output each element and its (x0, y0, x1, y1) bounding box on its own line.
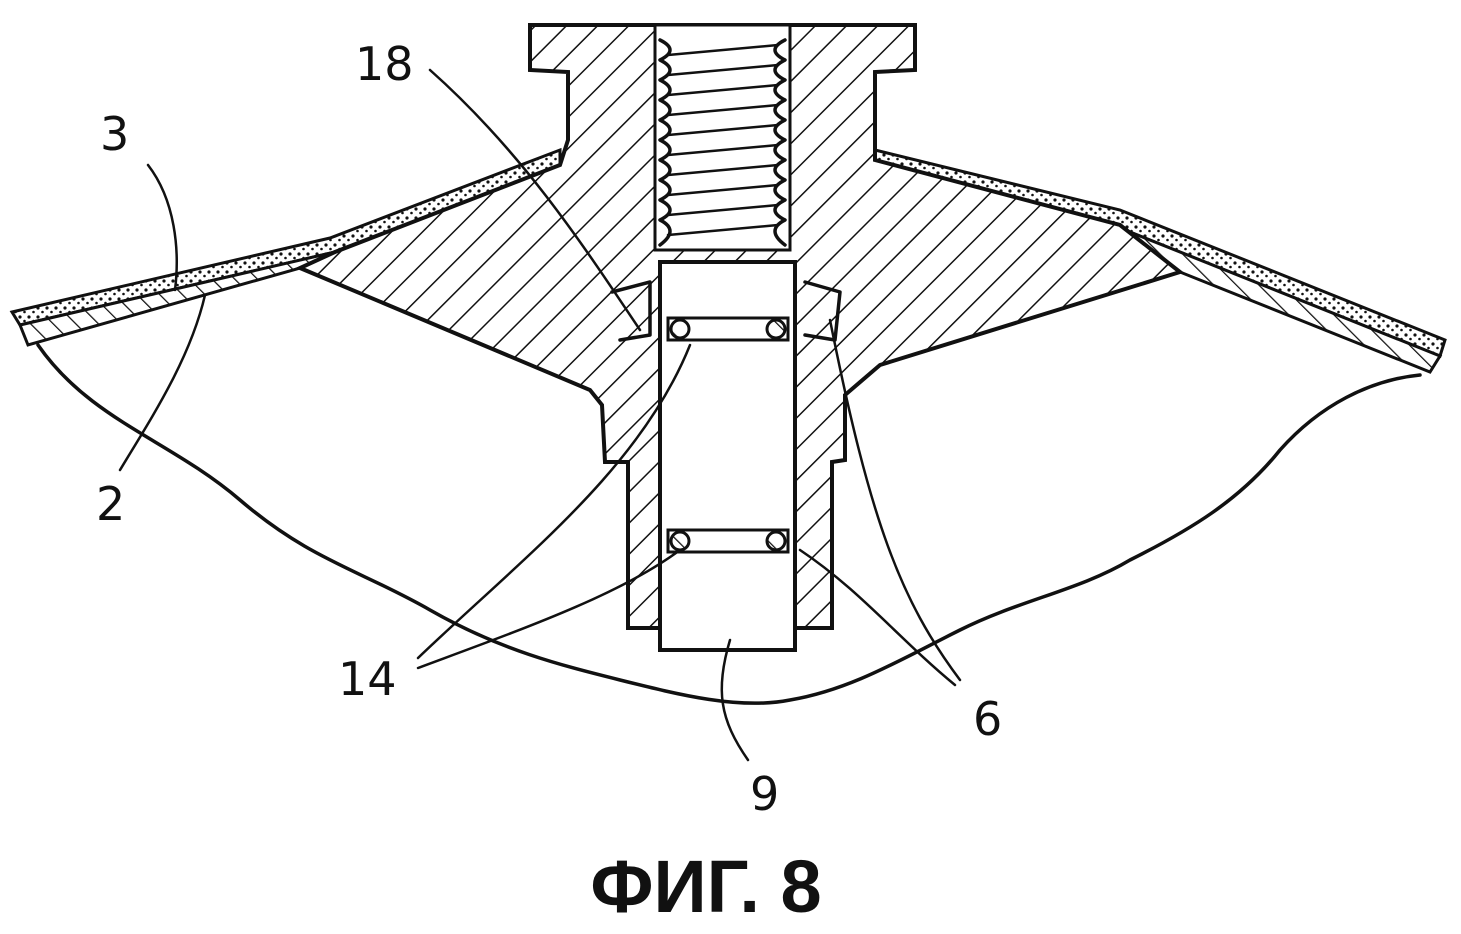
label-2: 2 (96, 477, 125, 531)
figure-caption: ФИГ. 8 (590, 845, 821, 928)
o-ring-upper (666, 316, 790, 342)
label-18: 18 (355, 37, 414, 91)
leader-14b (416, 548, 682, 670)
o-ring-lower (666, 528, 790, 554)
leader-18 (428, 68, 642, 332)
leader-6b (798, 548, 957, 687)
leader-14a (416, 343, 692, 660)
break-line (36, 343, 1422, 705)
leader-9 (720, 638, 750, 762)
leader-3 (146, 163, 178, 292)
leader-2 (118, 293, 207, 472)
label-14: 14 (338, 652, 397, 706)
threaded-bore (653, 23, 792, 252)
leader-6a (828, 318, 962, 682)
label-3: 3 (100, 107, 129, 161)
label-6: 6 (973, 692, 1002, 746)
label-9: 9 (750, 767, 779, 821)
